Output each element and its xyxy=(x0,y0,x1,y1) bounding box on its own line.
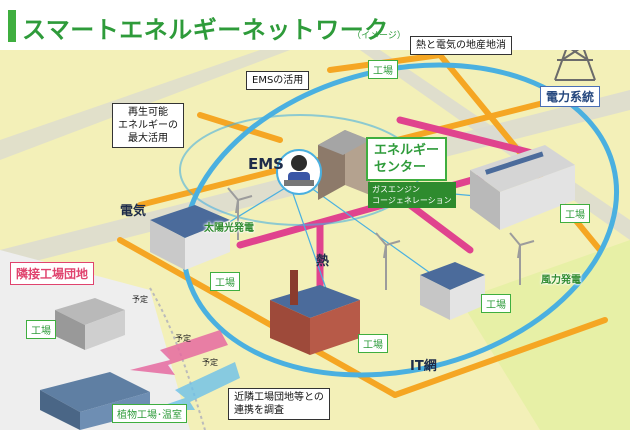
planned-label-2: 予定 xyxy=(175,334,191,343)
survey-label: 近隣工場団地等との 連携を調査 xyxy=(228,388,330,420)
energy-center-building xyxy=(318,130,370,200)
solar-label: 太陽光発電 xyxy=(204,223,254,234)
renewable-line-2: エネルギーの xyxy=(118,120,178,131)
energy-center-line-1: エネルギー xyxy=(374,143,440,158)
factory-label-left: 工場 xyxy=(210,272,240,291)
factory-neighbor xyxy=(55,298,125,350)
ems-usage-label: EMSの活用 xyxy=(246,71,310,90)
factory-left xyxy=(150,205,230,270)
energy-center-label: エネルギー センター xyxy=(366,137,448,181)
renewable-line-3: 最大活用 xyxy=(128,133,168,144)
power-system-label: 電力系統 xyxy=(540,86,601,107)
plant-factory-label: 植物工場･温室 xyxy=(112,404,187,423)
factory-label-right: 工場 xyxy=(560,204,590,223)
factory-label-center: 工場 xyxy=(358,334,388,353)
wind-turbine-icon xyxy=(227,187,535,290)
electricity-label: 電気 xyxy=(120,204,147,219)
field-area xyxy=(460,240,630,430)
cogeneration-line-2: コージェネレーション xyxy=(372,196,452,205)
planned-arrow-blue xyxy=(150,362,240,410)
survey-line-2: 連携を調査 xyxy=(234,405,284,416)
header: スマートエネルギーネットワーク （イメージ） xyxy=(0,0,630,50)
survey-line-1: 近隣工場団地等との xyxy=(234,392,324,403)
page-subtitle: （イメージ） xyxy=(352,31,406,41)
energy-center-line-2: センター xyxy=(374,160,427,175)
planned-label-1: 予定 xyxy=(132,295,148,304)
heat-label: 熱 xyxy=(316,254,330,269)
cogeneration-label: ガスエンジン コージェネレーション xyxy=(368,182,456,208)
renewable-line-1: 再生可能 xyxy=(128,107,168,118)
planned-arrow-pink xyxy=(130,330,228,375)
it-network-ring xyxy=(180,62,620,378)
local-production-label: 熱と電気の地産地消 xyxy=(410,36,512,55)
it-network-label: IT網 xyxy=(410,359,437,374)
cogeneration-line-1: ガスエンジン xyxy=(372,185,420,194)
wind-label: 風力発電 xyxy=(541,275,581,286)
header-accent-bar xyxy=(8,10,16,42)
factory-label-top: 工場 xyxy=(368,60,398,79)
factory-right xyxy=(470,145,575,230)
factory-lower-right xyxy=(420,262,485,320)
page-title: スマートエネルギーネットワーク xyxy=(22,16,389,44)
factory-label-neighbor: 工場 xyxy=(26,320,56,339)
ems-label: EMS xyxy=(248,155,284,173)
ems-operator-icon xyxy=(276,149,322,195)
factory-center xyxy=(270,270,360,355)
renewable-label: 再生可能 エネルギーの 最大活用 xyxy=(112,103,184,148)
planned-label-3: 予定 xyxy=(202,358,218,367)
neighbor-estate-label: 隣接工場団地 xyxy=(10,262,95,285)
factory-label-lower-right: 工場 xyxy=(481,294,511,313)
